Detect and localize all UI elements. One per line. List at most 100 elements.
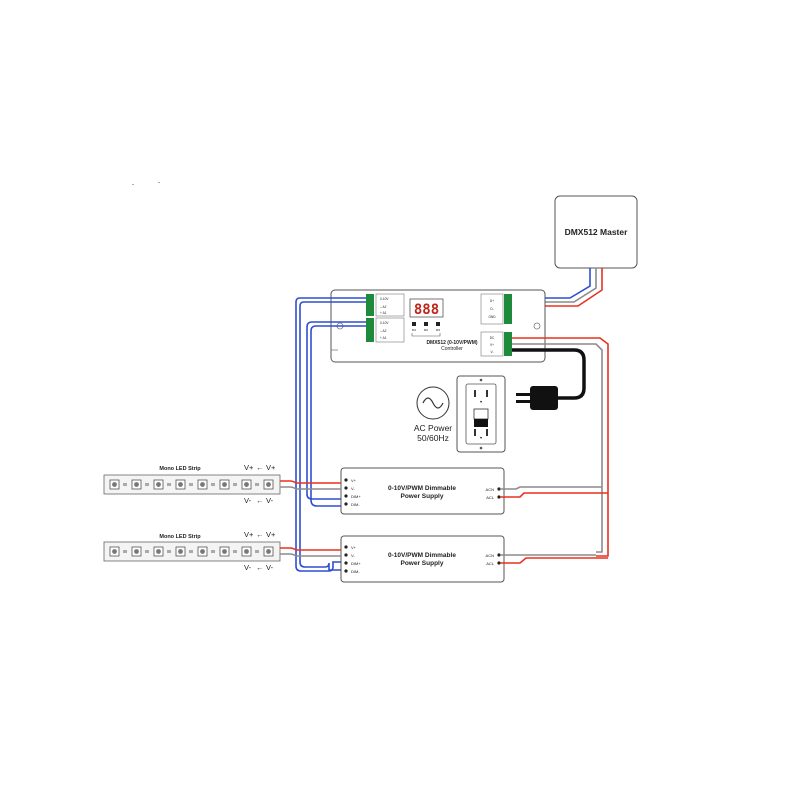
ps2-pin-acl xyxy=(497,561,501,565)
controller-right-terminal-top xyxy=(504,294,512,324)
controller-power-red xyxy=(512,337,609,557)
led-chip-dot xyxy=(222,549,227,554)
controller-terminal-label-1: 0-10V xyxy=(380,297,389,301)
ac-adapter xyxy=(516,386,558,410)
strip-output-wires xyxy=(280,480,341,557)
controller-left-label-box-top xyxy=(375,293,405,317)
dim-wire-2b xyxy=(299,301,366,571)
led-resistor xyxy=(233,483,237,486)
ps1-pin-dimplus xyxy=(344,494,348,498)
dmx512-master: DMX512 Master xyxy=(554,195,638,269)
strip-1-vplus-right: V+ xyxy=(266,463,276,472)
led-chip-dot xyxy=(134,549,139,554)
controller-power-gray xyxy=(512,343,603,553)
led-strip-2-chips xyxy=(109,546,274,557)
ps2-pin-acn xyxy=(497,553,501,557)
buttons-bracket xyxy=(411,333,441,337)
controller-terminal-label-3: + A1 xyxy=(380,311,387,315)
ps1-pin-vminus xyxy=(344,486,348,490)
dmx512-master-label: DMX512 Master xyxy=(565,227,629,237)
led-chip-dot xyxy=(200,482,205,487)
dmx-label-dplus: D+ xyxy=(490,299,494,303)
power-supply-1-title: 0-10V/PWM Dimmable xyxy=(388,485,456,492)
strip-2-vplus-right: V+ xyxy=(266,530,276,539)
led-resistor xyxy=(211,483,215,486)
button-m3[interactable] xyxy=(436,322,440,326)
ps2-label-acn: ACN xyxy=(486,553,495,558)
strip-2-arrow-top: ← xyxy=(256,530,264,539)
button-m3-label: M3 xyxy=(436,328,440,332)
controller-terminal-label-6: + A1 xyxy=(380,336,387,340)
led-chip-dot xyxy=(200,549,205,554)
ps1-pin-acn xyxy=(497,487,501,491)
strip-1-vplus-left: V+ xyxy=(244,463,254,472)
ps1-pin-acl xyxy=(497,495,501,499)
led-strip-2: Mono LED Strip V+ ← V+ V- ← V- xyxy=(103,530,281,572)
led-resistor xyxy=(167,483,171,486)
led-resistor xyxy=(145,550,149,553)
ps1-label-vplus: V+ xyxy=(351,478,357,483)
led-chip-dot xyxy=(112,482,117,487)
controller-terminal-label-5: – A2 xyxy=(380,329,387,333)
power-supply-1: 0-10V/PWM Dimmable Power Supply V+ V- DI… xyxy=(340,467,505,515)
controller-display xyxy=(409,298,444,318)
ac-sine-icon xyxy=(422,397,444,409)
button-m1[interactable] xyxy=(412,322,416,326)
ps1-label-dimminus: DIM- xyxy=(351,502,360,507)
power-supply-2-subtitle: Power Supply xyxy=(401,560,444,567)
ps2-pin-vplus xyxy=(344,545,348,549)
led-resistor xyxy=(189,483,193,486)
dim-wire-1b xyxy=(310,325,366,507)
strip-1-vminus-right: V- xyxy=(266,496,274,505)
controller-right-label-box-bottom xyxy=(480,331,504,357)
ps2-pin-dimminus xyxy=(344,569,348,573)
ps2-label-vplus: V+ xyxy=(351,545,357,550)
power-supply-1-subtitle: Power Supply xyxy=(401,493,444,500)
led-chip-dot xyxy=(266,549,271,554)
strip-1-arrow-bottom: ← xyxy=(256,496,264,505)
led-strip-1: Mono LED Strip V+ ← V+ V- ← V- xyxy=(103,463,281,505)
ps1-label-acl: ACL xyxy=(486,495,495,500)
led-resistor xyxy=(123,483,127,486)
led-chip-dot xyxy=(178,549,183,554)
controller-terminal-label-4: 0-10V xyxy=(380,321,389,325)
controller-title-line2: Controller xyxy=(441,346,463,352)
socket-slot-1 xyxy=(474,390,476,397)
dmx-controller: 0-10V – A2 + A1 0-10V – A2 + A1 888 M1 M… xyxy=(330,289,546,363)
wall-outlet-screw-bottom xyxy=(479,446,483,450)
controller-title-line1: DMX512 (0-10V/PWM) xyxy=(426,340,477,346)
controller-terminal-label-2: – A2 xyxy=(380,305,387,309)
led-chip-dot xyxy=(222,482,227,487)
power-supply-2: 0-10V/PWM Dimmable Power Supply V+ V- DI… xyxy=(340,535,505,583)
controller-mount-hole-right xyxy=(533,322,541,330)
controller-right-terminal-bottom xyxy=(504,332,512,356)
led-resistor xyxy=(211,550,215,553)
ps2-label-dimplus: DIM+ xyxy=(351,561,361,566)
dmx-label-gnd: GND xyxy=(488,315,496,319)
socket-slot-3 xyxy=(474,429,476,436)
led-resistor xyxy=(123,550,127,553)
ps1-label-vminus: V- xyxy=(351,486,355,491)
ps2-label-acl: ACL xyxy=(486,561,495,566)
led-chip-dot xyxy=(244,482,249,487)
strip-1-wire-red xyxy=(280,480,341,484)
strip-1-wire-gray xyxy=(280,486,341,490)
led-resistor xyxy=(167,550,171,553)
controller-left-label-box-bottom xyxy=(375,317,405,343)
controller-left-terminal-top xyxy=(366,294,374,316)
ps1-label-acn: ACN xyxy=(486,487,495,492)
button-m2[interactable] xyxy=(424,322,428,326)
controller-power-wires xyxy=(512,337,609,557)
led-strip-2-title: Mono LED Strip xyxy=(159,534,201,540)
led-chip-dot xyxy=(266,482,271,487)
led-chip-dot xyxy=(156,482,161,487)
ac-adapter-prong-1 xyxy=(516,393,530,396)
led-strip-1-title: Mono LED Strip xyxy=(159,466,201,472)
strip-2-wire-gray xyxy=(280,553,341,557)
power-supply-1-box xyxy=(340,467,505,515)
outlet-button-upper xyxy=(473,408,489,420)
ac-power-symbol: AC Power 50/60Hz xyxy=(414,386,452,443)
controller-left-terminal-bottom xyxy=(366,318,374,342)
strip-2-wire-red xyxy=(280,547,341,551)
